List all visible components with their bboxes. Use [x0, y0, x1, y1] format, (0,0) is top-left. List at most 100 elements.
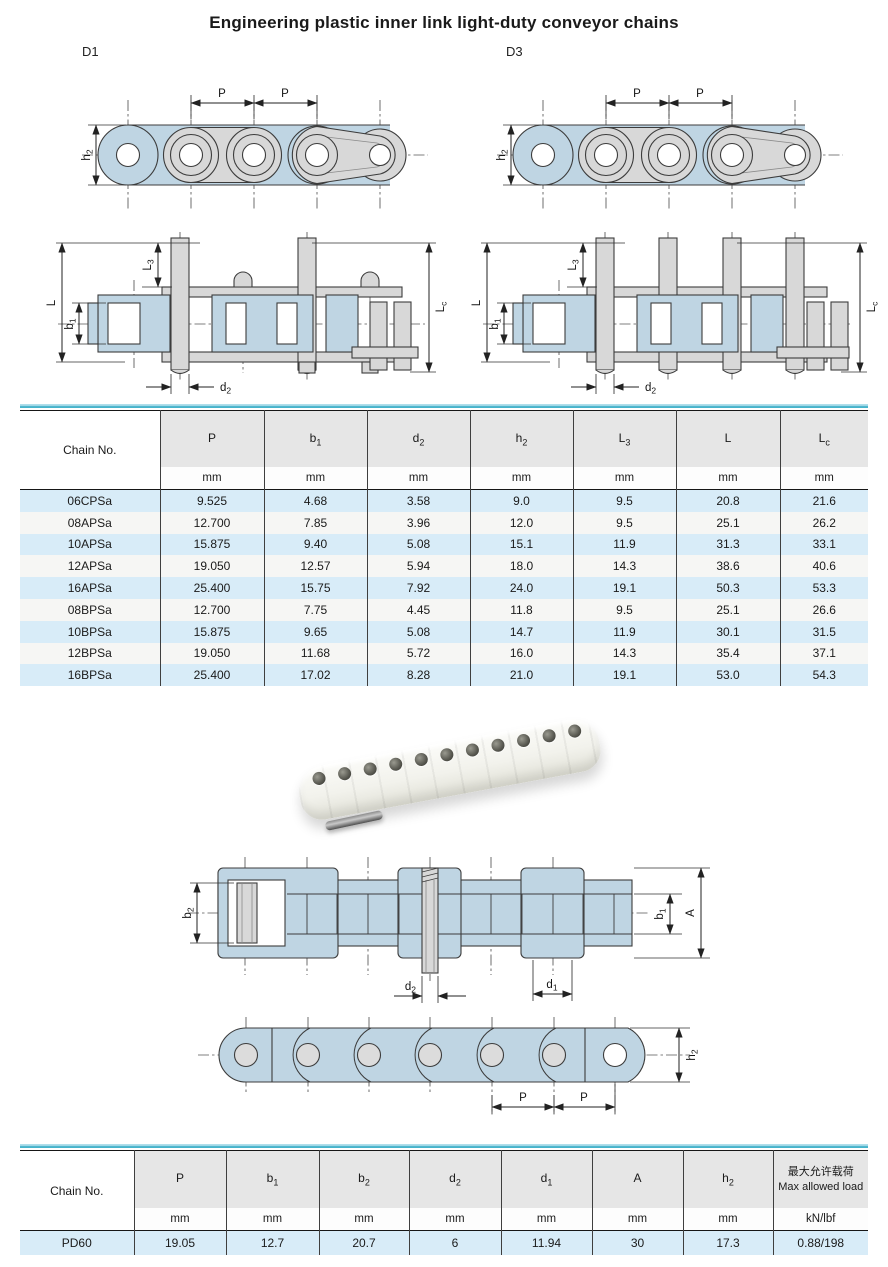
table-cell: 19.1: [572, 577, 676, 599]
max-load-zh: 最大允许载荷: [787, 1166, 854, 1179]
spec-table-1: Chain No. P b1 d2 h2 L3 L Lc mm mm mm mm…: [20, 410, 868, 687]
table-cell: 9.0: [469, 489, 573, 512]
table-cell: 3.58: [366, 489, 470, 512]
dim-label-l: L: [471, 299, 483, 306]
table-cell: 12.57: [263, 555, 367, 578]
col-header-chain-no: Chain No.: [20, 1150, 134, 1231]
table-cell: 25.1: [675, 511, 780, 534]
table-cell: 5.94: [366, 555, 470, 578]
col-header-d2: d2: [366, 410, 470, 467]
table-cell: 16APSa: [67, 581, 112, 596]
col-header-b1: b1: [263, 410, 367, 467]
diagram-label-d1: D1: [82, 44, 99, 59]
table-top-accent: [20, 1144, 868, 1148]
dim-label-l: L: [46, 299, 58, 306]
spec-table-1-wrap: Chain No. P b1 d2 h2 L3 L Lc mm mm mm mm…: [20, 404, 868, 687]
unit-cell: mm: [500, 1208, 592, 1231]
table-cell: 11.9: [572, 620, 676, 643]
dim-label-d2: d2: [405, 981, 416, 995]
dim-label-a: A: [685, 909, 697, 917]
diagram-label-d3: D3: [506, 44, 523, 59]
table-cell: 08APSa: [67, 515, 112, 530]
table-cell: 16.0: [469, 642, 573, 665]
table-cell: 7.92: [366, 577, 470, 599]
spec-table-2: Chain No. P b1 b2 d2 d1 A h2 最大允许载荷 Max …: [20, 1150, 868, 1255]
table-cell: 6: [408, 1230, 501, 1255]
d3-cross-section-diagram: L L3 Lc b1 d2: [471, 232, 880, 396]
table-cell: 30.1: [675, 620, 780, 643]
max-load-en: Max allowed load: [778, 1180, 864, 1193]
table-cell: 11.94: [500, 1230, 592, 1255]
table-cell: 25.1: [675, 598, 780, 621]
table-cell: 24.0: [469, 577, 573, 599]
table-cell: 06CPSa: [67, 493, 113, 508]
dim-label-d1: d1: [546, 979, 557, 993]
table-cell: 15.875: [159, 620, 264, 643]
unit-cell: mm: [469, 467, 573, 490]
table-cell: 40.6: [779, 555, 868, 578]
table-cell: 26.2: [779, 511, 868, 534]
table-cell: 7.85: [263, 511, 367, 534]
product-photo: [285, 698, 625, 853]
d3-side-view-diagram: P P h2: [496, 88, 843, 210]
table-cell: 50.3: [675, 577, 780, 599]
col-header-p: P: [159, 410, 264, 467]
table-cell: 16BPSa: [67, 668, 112, 683]
table-cell: 4.68: [263, 489, 367, 512]
table-cell: 10APSa: [67, 537, 112, 552]
spec-table-2-wrap: Chain No. P b1 b2 d2 d1 A h2 最大允许载荷 Max …: [20, 1144, 868, 1255]
table-cell: 9.40: [263, 533, 367, 556]
table-cell: 25.400: [159, 664, 264, 687]
dim-label-p: P: [580, 1092, 588, 1104]
dim-label-h2: h2: [81, 149, 95, 160]
dim-label-p: P: [519, 1092, 527, 1104]
unit-cell: kN/lbf: [772, 1208, 868, 1231]
table-cell: 21.0: [469, 664, 573, 687]
table-cell: 12.700: [159, 598, 264, 621]
table-cell: 53.0: [675, 664, 780, 687]
table-cell: 14.7: [469, 620, 573, 643]
table-cell: 10BPSa: [67, 624, 112, 639]
col-header-h2: h2: [469, 410, 573, 467]
table-cell: 12.0: [469, 511, 573, 534]
table-cell: 15.1: [469, 533, 573, 556]
table-cell: 11.9: [572, 533, 676, 556]
col-header-d2: d2: [408, 1150, 501, 1208]
table-cell: 11.8: [469, 598, 573, 621]
table-cell: 25.400: [159, 577, 264, 599]
dim-label-h2: h2: [686, 1049, 700, 1060]
table-cell: 3.96: [366, 511, 470, 534]
dim-label-p: P: [696, 88, 704, 100]
table-cell: 26.6: [779, 598, 868, 621]
unit-cell: mm: [591, 1208, 683, 1231]
unit-cell: mm: [366, 467, 470, 490]
table-cell: 35.4: [675, 642, 780, 665]
unit-cell: mm: [263, 467, 367, 490]
table-cell: 5.08: [366, 533, 470, 556]
table-cell: 9.5: [572, 489, 676, 512]
col-header-max-load: 最大允许载荷 Max allowed load: [772, 1150, 868, 1208]
col-header-b2: b2: [318, 1150, 409, 1208]
page-title: Engineering plastic inner link light-dut…: [209, 13, 679, 32]
col-header-lc: Lc: [779, 410, 868, 467]
table-cell: 9.5: [572, 511, 676, 534]
photo-pin-holes: [295, 715, 598, 789]
table-cell: 15.875: [159, 533, 264, 556]
table-cell: 20.7: [318, 1230, 409, 1255]
pd60-side-view-diagram: h2 P P: [198, 1017, 700, 1115]
table-cell: 14.3: [572, 555, 676, 578]
col-header-a: A: [591, 1150, 683, 1208]
table-cell: 14.3: [572, 642, 676, 665]
table-top-accent: [20, 404, 868, 408]
col-header-chain-no: Chain No.: [20, 410, 160, 490]
unit-cell: mm: [133, 1208, 226, 1231]
table-cell: 12APSa: [67, 559, 112, 574]
table-cell: 4.45: [366, 598, 470, 621]
